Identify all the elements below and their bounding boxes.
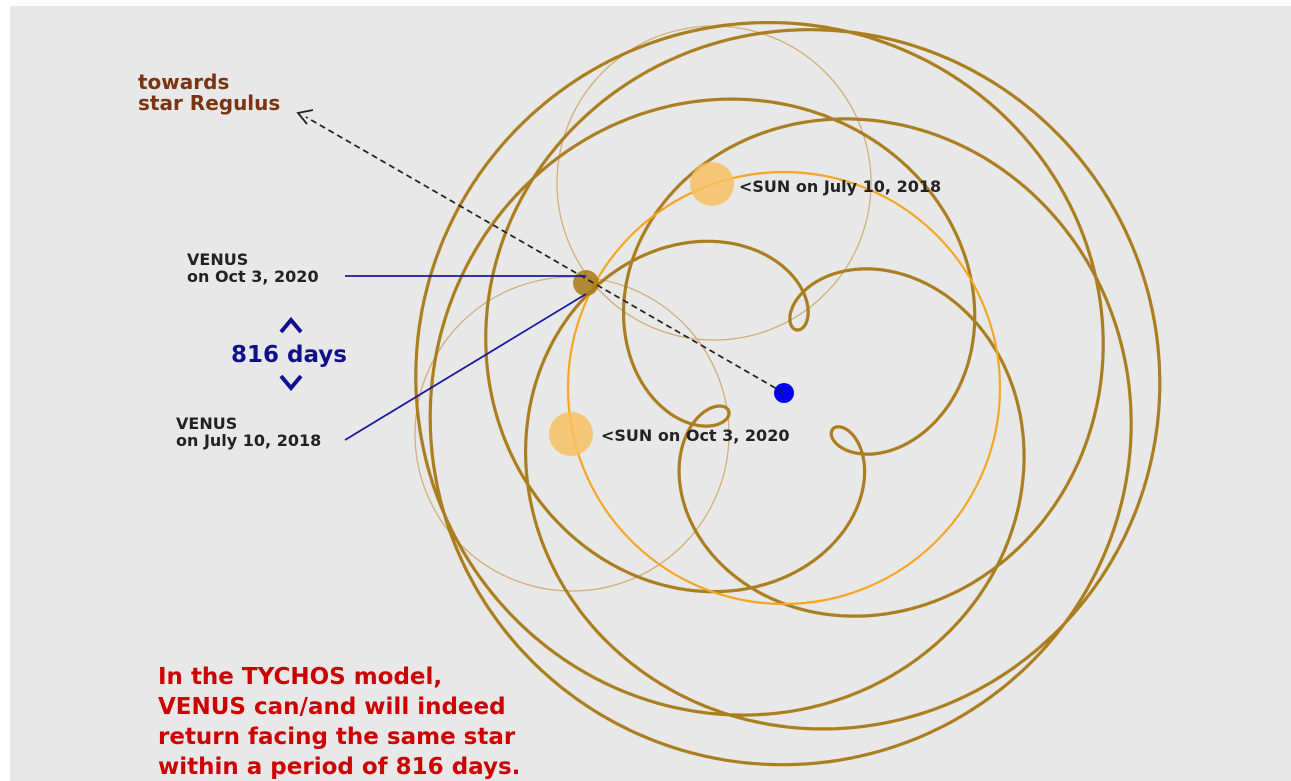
regulus-label-line1: towards xyxy=(138,70,229,94)
caption-line4: within a period of 816 days. xyxy=(158,754,520,780)
days-label: 816 days xyxy=(231,342,347,368)
venus-2020-label-line2: on Oct 3, 2020 xyxy=(187,267,319,286)
venus-loop-path xyxy=(414,21,1162,767)
venus-2018-label-line2: on July 10, 2018 xyxy=(176,431,321,450)
venus-2018-pointer xyxy=(344,293,587,441)
venus-2020-label-line1: VENUS xyxy=(187,250,248,269)
regulus-label-line2: star Regulus xyxy=(138,91,280,115)
down-chevron-icon xyxy=(279,374,303,392)
sun-oct-2020 xyxy=(549,412,593,456)
venus-position xyxy=(573,270,599,296)
caption-line3: return facing the same star xyxy=(158,724,516,750)
up-chevron-icon xyxy=(279,316,303,334)
caption-line2: VENUS can/and will indeed xyxy=(158,694,506,720)
caption-line1: In the TYCHOS model, xyxy=(158,664,442,690)
regulus-direction-line xyxy=(305,116,785,394)
venus-2018-label-line1: VENUS xyxy=(176,414,237,433)
sun-2018-label: <SUN on July 10, 2018 xyxy=(739,177,941,196)
sun-2020-label: <SUN on Oct 3, 2020 xyxy=(601,426,789,445)
venus-trajectory xyxy=(414,21,1162,767)
sun-july-2018 xyxy=(690,162,734,206)
sun-orbit xyxy=(566,170,1002,606)
regulus-arrowhead xyxy=(296,109,314,125)
